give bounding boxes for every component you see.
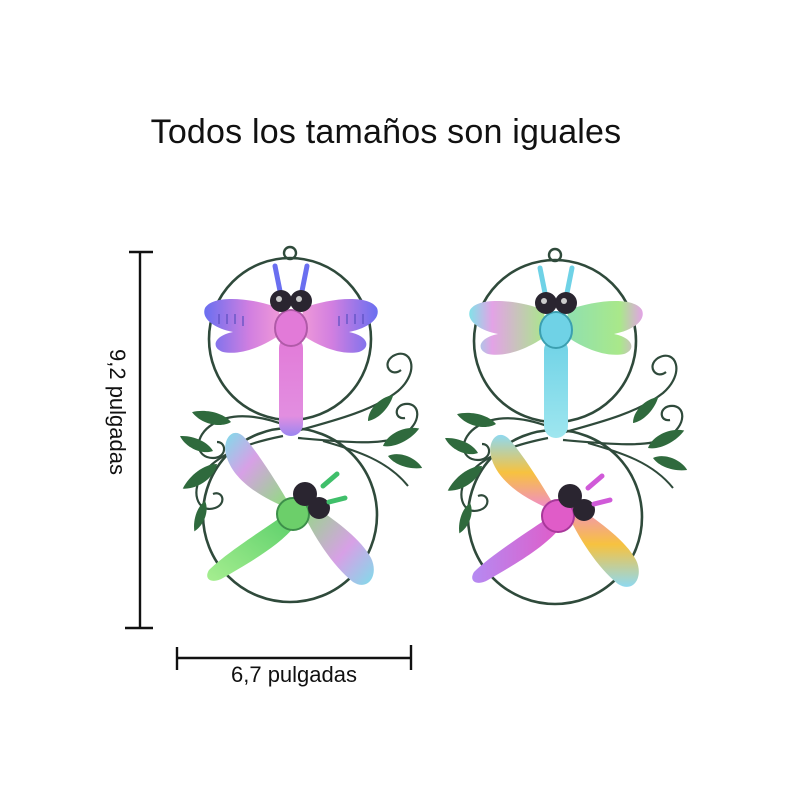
page-title: Todos los tamaños son iguales xyxy=(150,113,622,151)
height-dimension-line xyxy=(125,250,153,630)
height-label: 9,2 pulgadas xyxy=(105,349,130,475)
product-right xyxy=(443,249,689,604)
width-label: 6,7 pulgadas xyxy=(231,662,357,687)
dragonfly-bottom-right xyxy=(472,434,639,587)
dragonfly-bottom-left xyxy=(207,432,374,585)
product-left xyxy=(178,247,424,602)
dragonfly-top-left xyxy=(204,263,378,436)
dragonfly-top-right xyxy=(469,265,643,438)
width-dimension-line xyxy=(175,645,413,670)
